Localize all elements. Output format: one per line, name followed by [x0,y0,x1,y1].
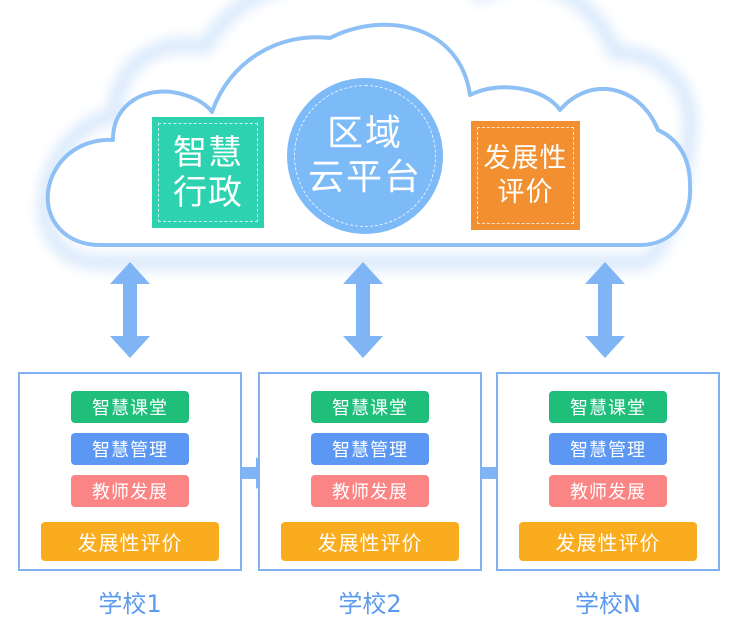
circle-line: 区域 [326,113,403,154]
module-developmental-evaluation: 发展性评价 [519,522,697,561]
school-label: 学校2 [338,590,402,618]
module-smart-classroom: 智慧课堂 [71,391,189,423]
tile-line: 评价 [497,176,554,208]
circle-dashed-border [294,85,436,227]
module-smart-management: 智慧管理 [549,433,667,465]
tile-line: 行政 [173,172,243,213]
arrow-cloud-schoolN [585,262,625,358]
arrow-cloud-school2 [343,262,383,358]
module-teacher-development: 教师发展 [71,475,189,507]
module-teacher-development: 教师发展 [549,475,667,507]
tile-line: 智慧 [173,132,243,173]
school-box: 智慧课堂 智慧管理 教师发展 发展性评价 [496,372,720,571]
module-developmental-evaluation: 发展性评价 [281,522,459,561]
school-label: 学校1 [98,590,162,618]
module-smart-classroom: 智慧课堂 [311,391,429,423]
tile-dashed-border [158,123,258,222]
school-label: 学校N [575,590,641,618]
tile-dashed-border [477,127,574,224]
developmental-evaluation-tile: 发展性 评价 [471,121,580,230]
smart-administration-tile: 智慧 行政 [152,117,264,228]
school-box: 智慧课堂 智慧管理 教师发展 发展性评价 [18,372,242,571]
vertical-arrows [110,262,625,358]
school-box: 智慧课堂 智慧管理 教师发展 发展性评价 [258,372,482,571]
module-smart-management: 智慧管理 [311,433,429,465]
arrow-cloud-school1 [110,262,150,358]
tile-line: 发展性 [483,142,568,174]
regional-cloud-platform-circle: 区域 云平台 [287,78,443,234]
module-developmental-evaluation: 发展性评价 [41,522,219,561]
module-smart-management: 智慧管理 [71,433,189,465]
module-teacher-development: 教师发展 [311,475,429,507]
module-smart-classroom: 智慧课堂 [549,391,667,423]
circle-line: 云平台 [307,157,422,198]
